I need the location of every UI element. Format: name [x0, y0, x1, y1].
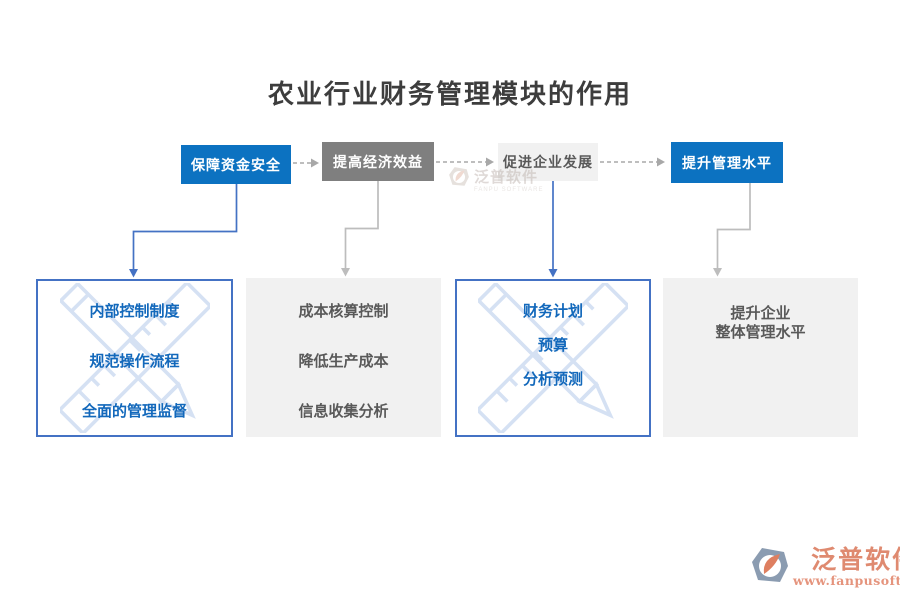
detail-box-financial-planning: 财务计划 预算 分析预测 [455, 279, 651, 437]
fanpu-logo-icon [752, 548, 788, 582]
detail-item: 规范操作流程 [89, 353, 180, 370]
logo-name: 泛普软件 [811, 545, 900, 574]
elbow-connector-1 [129, 184, 238, 278]
detail-item: 财务计划 [522, 303, 583, 320]
fanpu-logo-icon [449, 167, 469, 186]
flow-node-label: 提高经济效益 [333, 153, 423, 170]
flow-node-label: 提升管理水平 [682, 154, 772, 171]
detail-item: 全面的管理监督 [81, 403, 187, 420]
arrowhead-down-icon [713, 268, 722, 277]
logo-url: www.fanpusoft.com [793, 573, 900, 588]
dashed-arrow-3-4 [600, 157, 665, 167]
arrowhead-right-icon [311, 158, 319, 168]
fanpu-logo: 泛普软件 www.fanpusoft.com [750, 546, 900, 588]
flow-node-funds-safety: 保障资金安全 [181, 145, 291, 184]
flow-node-enterprise-development: 促进企业发展 [498, 143, 598, 181]
center-watermark-subtext: FANPU SOFTWARE [474, 187, 544, 193]
center-watermark-name: 泛普软件 [474, 169, 539, 186]
flow-node-management-level: 提升管理水平 [671, 142, 783, 183]
arrowhead-right-icon [657, 157, 665, 167]
arrowhead-down-icon [341, 268, 350, 277]
detail-item: 分析预测 [522, 371, 583, 388]
detail-box-cost-accounting: 成本核算控制 降低生产成本 信息收集分析 [246, 278, 441, 437]
straight-connector-3 [548, 181, 558, 278]
dashed-arrow-1-2 [293, 158, 319, 168]
detail-box-overall-management: 提升企业 整体管理水平 [663, 278, 858, 437]
detail-box-internal-control: 内部控制制度 规范操作流程 全面的管理监督 [36, 279, 233, 437]
detail-item: 预算 [537, 337, 568, 354]
detail-item: 成本核算控制 [298, 303, 389, 320]
detail-item: 整体管理水平 [715, 324, 806, 341]
detail-item: 信息收集分析 [298, 403, 389, 420]
detail-item: 提升企业 [730, 305, 791, 322]
page-title: 农业行业财务管理模块的作用 [267, 80, 632, 110]
center-watermark: 泛普软件 FANPU SOFTWARE [448, 166, 543, 193]
drafting-tools-watermark-icon [478, 283, 628, 433]
arrowhead-down-icon [129, 269, 138, 278]
detail-item: 降低生产成本 [298, 353, 389, 370]
arrowhead-down-icon [548, 269, 558, 278]
drafting-tools-watermark-icon [59, 283, 210, 433]
flow-node-economic-benefit: 提高经济效益 [322, 142, 434, 181]
flow-node-label: 保障资金安全 [191, 156, 281, 173]
flow-node-label: 促进企业发展 [503, 154, 593, 170]
detail-item: 内部控制制度 [89, 303, 180, 320]
elbow-connector-4 [713, 183, 751, 277]
elbow-connector-2 [341, 181, 379, 277]
